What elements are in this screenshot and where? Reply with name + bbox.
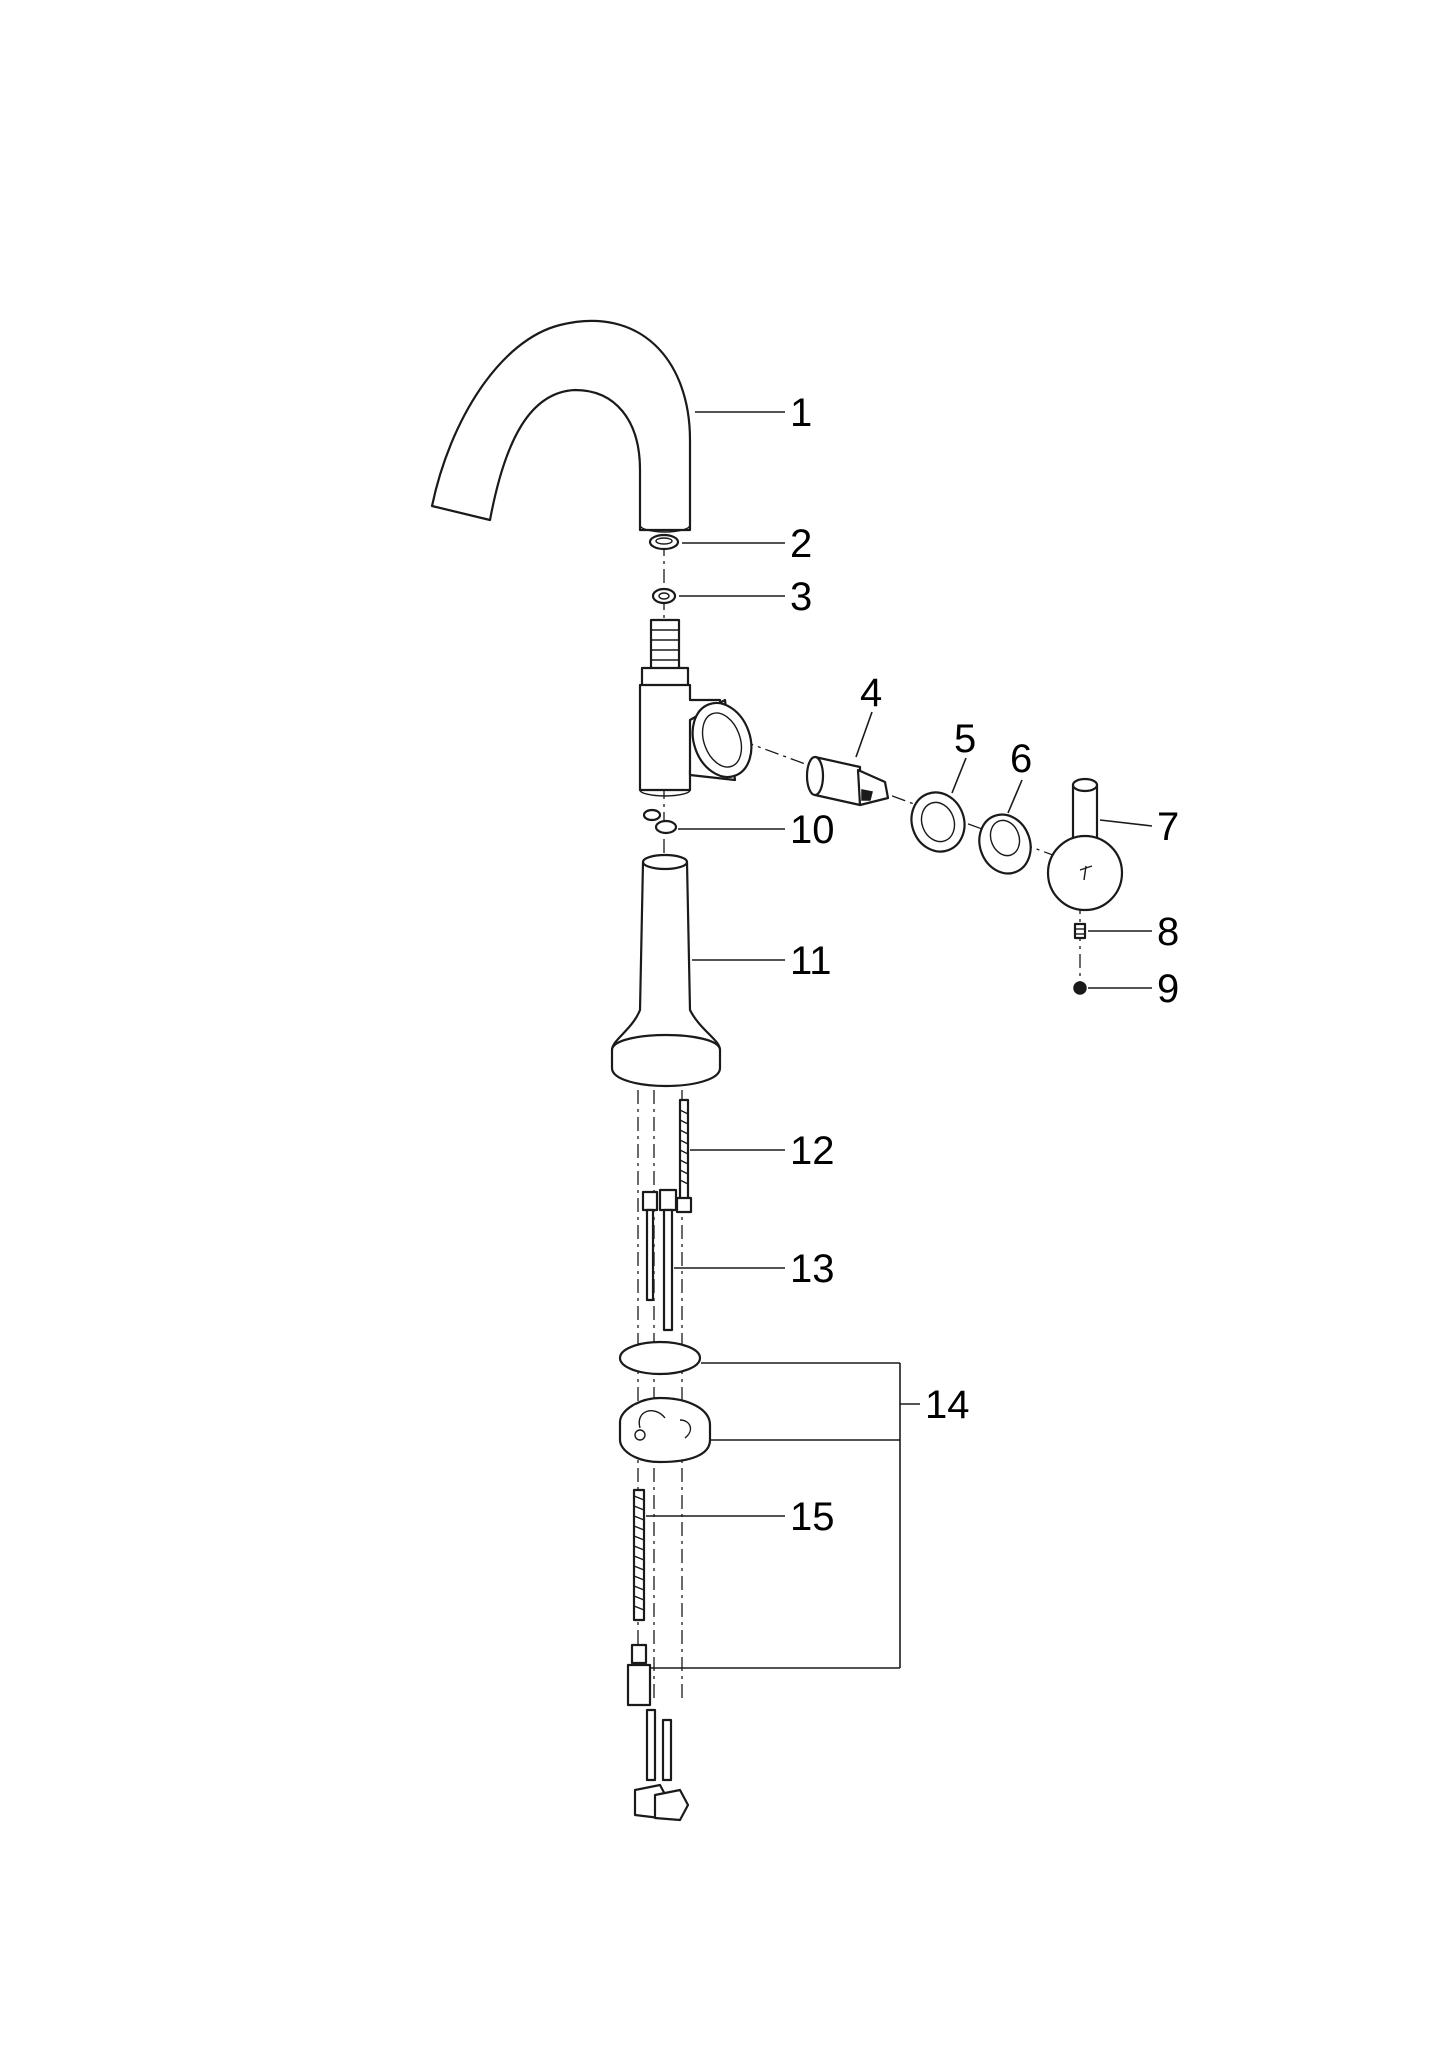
callout-7: 7: [1157, 805, 1179, 849]
valve-body: [638, 618, 753, 797]
part-4-cartridge: [805, 755, 890, 807]
center-axes: [637, 515, 1081, 1700]
callout-9: 9: [1157, 967, 1179, 1011]
part-9-plug: [1073, 981, 1087, 995]
callout-6: 6: [1010, 737, 1032, 781]
leader-lines: [646, 411, 1153, 1669]
part-11-pillar-base: [610, 853, 722, 1088]
callout-11: 11: [790, 939, 832, 983]
part-7-lever-handle: [1046, 777, 1124, 912]
callout-14: 14: [925, 1383, 970, 1427]
part-2-retaining-ring: [648, 533, 680, 551]
callout-labels: 1 2 3 4 5 6 7 8 9 10 11 12 13 14 15: [790, 391, 1179, 1539]
part-8-grub-screw: [1073, 922, 1087, 940]
callout-1: 1: [790, 391, 812, 435]
callout-5: 5: [954, 717, 976, 761]
callout-8: 8: [1157, 910, 1179, 954]
part-5-stop-ring: [910, 791, 966, 853]
part-14-fixing-set: [618, 1340, 712, 1707]
part-15-mounting-stud: [632, 1488, 646, 1622]
part-6-cover-cap: [978, 813, 1032, 875]
callout-2: 2: [790, 522, 812, 566]
hose-connection-ends: [633, 1708, 690, 1822]
callout-12: 12: [790, 1129, 835, 1173]
callout-3: 3: [790, 575, 812, 619]
part-12-threaded-rod: [675, 1098, 693, 1214]
callout-13: 13: [790, 1247, 835, 1291]
part-10-o-rings: [642, 808, 678, 835]
part-13-connection-hoses: [641, 1188, 678, 1332]
callout-10: 10: [790, 808, 835, 852]
callout-15: 15: [790, 1495, 835, 1539]
part-3-o-ring: [651, 587, 677, 605]
callout-4: 4: [860, 671, 882, 715]
part-1-spout: [430, 319, 692, 533]
